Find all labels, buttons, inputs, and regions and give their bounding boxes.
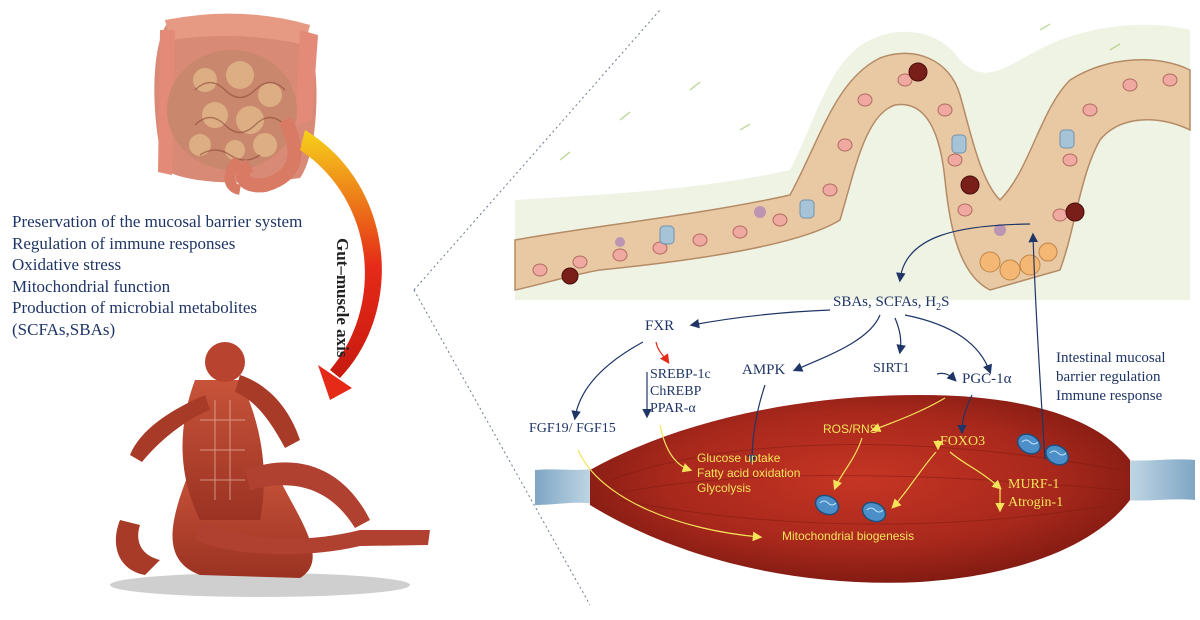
metabolic-effect-item: Fatty acid oxidation (697, 466, 801, 480)
intestinal-effect-item: Intestinal mucosal (1056, 350, 1166, 366)
gut-muscle-axis-label: Gut–muscle axis (333, 238, 352, 358)
metabolic-effect-item: Glycolysis (697, 481, 752, 495)
atrogin1-label: Atrogin-1 (1008, 495, 1064, 510)
intestinal-effects-list: Intestinal mucosal barrier regulation Im… (1056, 349, 1166, 406)
fgf-label: FGF19/ FGF15 (529, 421, 616, 436)
intestine-illustration (154, 13, 318, 195)
fxr-srebp-red-arrow (655, 341, 670, 364)
foxo3-label: FOXO3 (940, 434, 986, 449)
ampk-label: AMPK (742, 362, 786, 378)
sirt1-label: SIRT1 (873, 361, 910, 376)
effect-item: (SCFAs,SBAs) (12, 319, 116, 339)
effect-arrows (577, 397, 1005, 542)
signaling-arrows (571, 223, 1046, 465)
human-muscle-figure (110, 342, 430, 597)
effect-item: Oxidative stress (12, 255, 122, 274)
mitochondria (814, 433, 1070, 523)
mitochondrial-biogenesis-label: Mitochondrial biogenesis (782, 529, 915, 543)
pgc1a-label: PGC-1α (962, 371, 1012, 387)
intestinal-effect-item: Immune response (1056, 388, 1163, 404)
metabolic-effects-list: Glucose uptake Fatty acid oxidation Glyc… (697, 451, 800, 496)
skeletal-muscle-illustration (535, 395, 1195, 583)
effect-item: Preservation of the mucosal barrier syst… (12, 212, 303, 231)
gut-effects-list: Preservation of the mucosal barrier syst… (12, 211, 302, 340)
effect-item: Regulation of immune responses (12, 233, 236, 253)
srebp-label: SREBP-1c (650, 367, 711, 382)
metabolic-effect-item: Glucose uptake (697, 451, 781, 465)
ros-rns-label: ROS/RNS (823, 422, 878, 436)
intestinal-effect-item: barrier regulation (1056, 369, 1161, 385)
intestinal-villus-illustration (514, 23, 1191, 301)
effect-item: Production of microbial metabolites (12, 298, 258, 317)
metabolites-label: SBAs, SCFAs, H2S (833, 294, 950, 313)
gut-muscle-axis-arrow (300, 130, 382, 400)
murf1-label: MURF-1 (1008, 477, 1060, 492)
callout-dotted-lines (413, 9, 661, 606)
effect-item: Mitochondrial function (12, 276, 171, 296)
ppar-label: PPAR-α (650, 401, 696, 416)
chrebp-label: ChREBP (650, 384, 702, 399)
fxr-label: FXR (645, 318, 675, 334)
